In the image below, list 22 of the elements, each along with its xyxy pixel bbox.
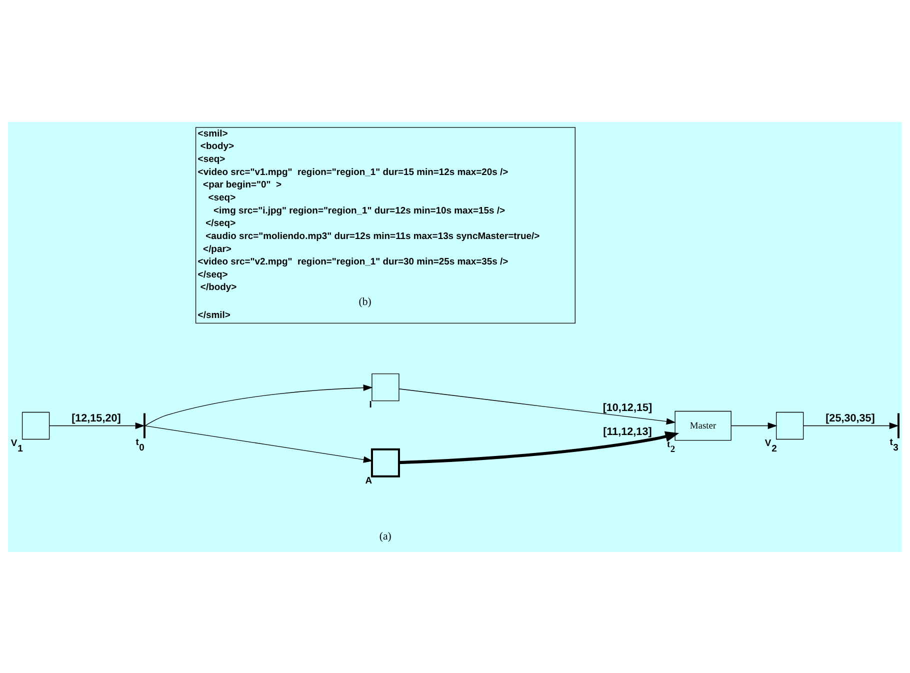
label: </seq> — [198, 268, 228, 280]
label: <video src="v1.mpg" region="region_1" dur=15 min=12s max=20s /> — [198, 166, 508, 178]
edge-label: [12,15,20] — [72, 412, 121, 424]
label: (a) — [379, 530, 392, 542]
label: </body> — [200, 282, 237, 293]
label: (b) — [358, 295, 372, 308]
node-label: A — [365, 474, 372, 486]
label: <audio src="moliendo.mp3" dur=12s min=11s max=13s syncMaster=true/> — [206, 230, 540, 242]
label: <seq> — [208, 192, 236, 203]
label: </seq> — [206, 218, 236, 229]
label: </par> — [203, 243, 232, 254]
edge-label: [10,12,15] — [602, 401, 652, 414]
label: <par begin="0" > — [203, 179, 282, 190]
edge-label: [11,12,13] — [603, 426, 652, 438]
label: <smil> — [198, 128, 228, 139]
node-label: I — [369, 399, 372, 410]
label: <body> — [200, 140, 234, 152]
label: </smil> — [198, 309, 230, 320]
edge-label: [25,30,35] — [826, 412, 875, 424]
label: <seq> — [198, 153, 226, 164]
label: <video src="v2.mpg" region="region_1" dur=30 min=25s max=35s /> — [198, 256, 508, 268]
label: <img src="i.jpg" region="region_1" dur=12s min=10s max=15s /> — [214, 204, 506, 216]
